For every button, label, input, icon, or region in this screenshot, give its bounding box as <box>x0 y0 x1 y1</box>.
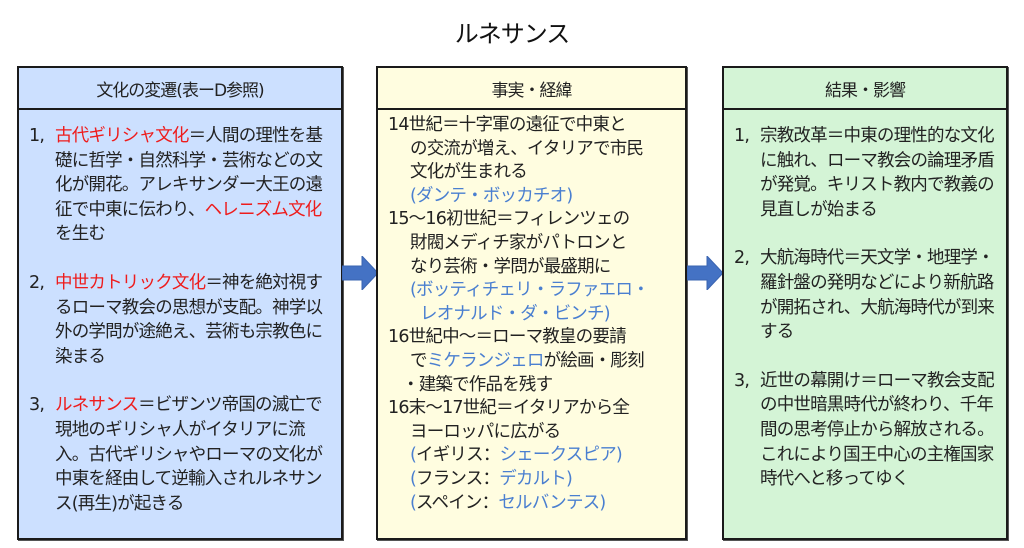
result-item: 2, 大航海時代＝天文学・地理学・羅針盤の発明などにより新航路が開拓され、大航海… <box>734 246 996 344</box>
item-number: 2, <box>29 272 45 293</box>
fact-lead: 14世紀＝十字軍の遠征で中東と <box>388 115 627 135</box>
fact-line: ・建築で作品を残す <box>402 374 553 395</box>
results-body: 1, 宗教改革＝中東の理性的な文化に触れ、ローマ教会の論理矛盾が発覚。キリスト教… <box>724 110 1006 492</box>
highlight-term: 中世カトリック文化 <box>55 272 206 293</box>
fact-person: セルバンテス <box>498 492 600 513</box>
culture-item: 1, 古代ギリシャ文化＝人間の理性を基礎に哲学・自然科学・芸術などの文化が開花。… <box>29 124 331 247</box>
right-arrow-icon <box>342 256 378 290</box>
fact-entry: 15〜16初世紀＝フィレンツェの 財閥メディチ家がパトロンと なり芸術・学問が最… <box>388 208 675 326</box>
item-text: を生む <box>55 224 106 245</box>
fact-line: が絵画・彫刻 <box>543 350 645 371</box>
country-name: スペイン： <box>416 492 499 513</box>
fact-person: シェークスピア <box>499 445 617 466</box>
country-line: (フランス：デカルト) <box>410 468 573 489</box>
fact-people: (ボッティチェリ・ラファエロ・ <box>410 280 650 301</box>
facts-box: 事実・経緯 14世紀＝十字軍の遠征で中東と の交流が増え、イタリアで市民 文化が… <box>376 66 687 540</box>
item-text: 宗教改革＝中東の理性的な文化に触れ、ローマ教会の論理矛盾が発覚。キリスト教内で教… <box>760 126 995 220</box>
fact-line: 文化が生まれる <box>410 162 528 183</box>
item-text: ＝ビザンツ帝国の滅亡で現地のギリシャ人がイタリアに流入。古代ギリシャやローマの文… <box>55 395 323 514</box>
fact-entry: 16末〜17世紀＝イタリアから全 ヨーロッパに広がる (イギリス：シェークスピア… <box>388 397 675 515</box>
fact-line: で <box>410 350 427 371</box>
item-text: 大航海時代＝天文学・地理学・羅針盤の発明などにより新航路が開拓され、大航海時代が… <box>760 248 995 343</box>
highlight-term: ルネサンス <box>55 395 139 416</box>
item-number: 1, <box>734 126 750 146</box>
item-number: 1, <box>29 126 45 146</box>
item-text: 近世の幕開け＝ローマ教会支配の中世暗黒時代が終わり、千年間の思考停止から解放され… <box>760 370 995 490</box>
highlight-term: ヘレニズム文化 <box>204 199 323 220</box>
result-item: 3, 近世の幕開け＝ローマ教会支配の中世暗黒時代が終わり、千年間の思考停止から解… <box>734 369 996 492</box>
fact-line: の交流が増え、イタリアで市民 <box>410 138 644 159</box>
culture-item: 2, 中世カトリック文化＝神を絶対視するローマ教会の思想が支配。神学以外の学問が… <box>29 271 331 369</box>
fact-lead: 16末〜17世紀＝イタリアから全 <box>388 398 630 419</box>
country-line: (イギリス：シェークスピア) <box>410 445 623 466</box>
fact-entry: 16世紀中〜＝ローマ教皇の要請 でミケランジェロが絵画・彫刻 ・建築で作品を残す <box>388 326 675 397</box>
item-number: 3, <box>29 395 45 416</box>
culture-header: 文化の変遷(表ーD参照) <box>19 68 341 110</box>
item-text: ＝人間の理性を基礎に哲学・自然科学・芸術などの文化が開花。アレキサンダー大王の遠… <box>55 126 323 220</box>
fact-entry: 14世紀＝十字軍の遠征で中東と の交流が増え、イタリアで市民 文化が生まれる (… <box>388 114 675 208</box>
fact-person: ミケランジェロ <box>426 350 545 371</box>
fact-line: 財閥メディチ家がパトロンと <box>410 232 627 253</box>
fact-lead: 16世紀中〜＝ローマ教皇の要請 <box>388 327 627 348</box>
item-number: 2, <box>734 248 750 269</box>
fact-person: デカルト <box>499 468 567 489</box>
facts-body: 14世紀＝十字軍の遠征で中東と の交流が増え、イタリアで市民 文化が生まれる (… <box>378 110 685 515</box>
results-box: 結果・影響 1, 宗教改革＝中東の理性的な文化に触れ、ローマ教会の論理矛盾が発覚… <box>722 66 1008 540</box>
culture-box: 文化の変遷(表ーD参照) 1, 古代ギリシャ文化＝人間の理性を基礎に哲学・自然科… <box>17 66 343 540</box>
facts-header: 事実・経緯 <box>378 68 685 110</box>
fact-line: なり芸術・学問が最盛期に <box>410 256 611 277</box>
fact-people: (ダンテ・ボッカチオ) <box>410 185 573 206</box>
results-header: 結果・影響 <box>724 68 1006 110</box>
item-number: 3, <box>734 370 750 391</box>
item-text: ＝神を絶対視するローマ教会の思想が支配。神学以外の学問が途絶え、芸術も宗教色に染… <box>55 272 323 367</box>
right-arrow-icon <box>687 256 723 290</box>
culture-body: 1, 古代ギリシャ文化＝人間の理性を基礎に哲学・自然科学・芸術などの文化が開花。… <box>19 110 341 516</box>
country-name: フランス： <box>416 468 500 489</box>
country-line: (スペイン：セルバンテス) <box>410 492 606 513</box>
country-name: イギリス： <box>416 445 500 466</box>
fact-lead: 15〜16初世紀＝フィレンツェの <box>388 209 630 230</box>
fact-people: レオナルド・ダ・ビンチ) <box>420 303 611 324</box>
result-item: 1, 宗教改革＝中東の理性的な文化に触れ、ローマ教会の論理矛盾が発覚。キリスト教… <box>734 124 996 222</box>
culture-item: 3, ルネサンス＝ビザンツ帝国の滅亡で現地のギリシャ人がイタリアに流入。古代ギリ… <box>29 393 331 516</box>
fact-line: ヨーロッパに広がる <box>410 421 561 442</box>
highlight-term: 古代ギリシャ文化 <box>55 126 189 146</box>
diagram-title: ルネサンス <box>454 20 571 48</box>
